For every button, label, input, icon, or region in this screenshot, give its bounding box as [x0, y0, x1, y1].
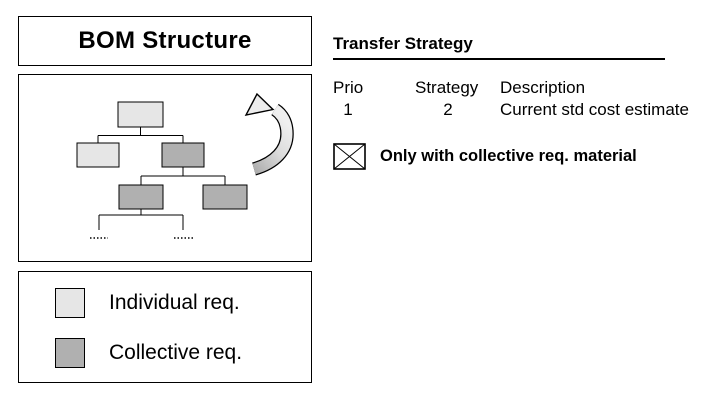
table-cell-description-value: Current std cost estimate [500, 100, 689, 119]
transfer-strategy-underline [333, 58, 665, 60]
collective-req-swatch [55, 338, 85, 368]
bom-structure-title: BOM Structure [78, 27, 252, 54]
table-header-strategy: Strategy [415, 78, 479, 97]
legend-item-collective-req: Collective req. [55, 338, 242, 368]
table-cell-strategy-value: 2 [443, 100, 453, 119]
table-header-prio: Prio [333, 78, 364, 97]
transfer-strategy-title: Transfer Strategy [333, 34, 473, 53]
legend-label-individual-req: Individual req. [109, 291, 240, 314]
legend-item-individual-req: Individual req. [55, 288, 240, 318]
bom-tree-diagram [76, 92, 294, 239]
table-header-description: Description [500, 78, 586, 97]
bom-structure-panel: BOM Structure [18, 16, 312, 66]
bom-tree-panel [18, 74, 312, 262]
collective-req-swatch-icon [55, 338, 85, 368]
checked-checkbox-icon [333, 143, 366, 170]
table-cell-prio-value: 1 [343, 100, 353, 119]
bom-legend-panel: Individual req. Collective req. [18, 271, 312, 383]
bom-node-level3-collective-left [118, 184, 164, 210]
tree-connector-lines [97, 127, 226, 230]
bom-node-level2-individual [76, 142, 120, 168]
individual-req-swatch [55, 288, 85, 318]
individual-req-swatch-icon [55, 288, 85, 318]
curved-arrow-icon [244, 92, 294, 176]
bom-node-root-individual [117, 101, 164, 128]
legend-label-collective-req: Collective req. [109, 341, 243, 364]
checkbox-label: Only with collective req. material [380, 147, 637, 165]
bom-node-level2-collective [161, 142, 205, 168]
bom-node-level3-collective-right [202, 184, 248, 210]
